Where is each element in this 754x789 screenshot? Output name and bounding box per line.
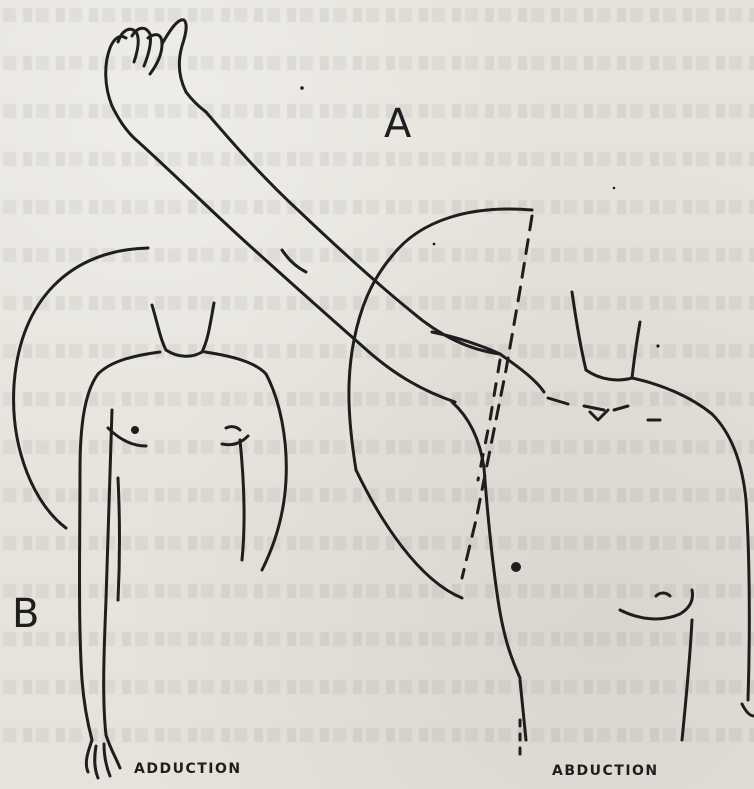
figure-b-left-arm-outer [80,374,99,740]
figure-a-abduction [106,20,754,754]
figure-a-arm-upper-edge [206,112,500,354]
scan-speck [613,187,616,190]
figure-a-torso-right [682,620,692,740]
figure-a-underarm [452,402,484,468]
scan-speck [656,344,659,347]
figure-a-neck-left [572,292,586,370]
figure-a-torso-left [484,468,520,678]
figure-b-shoulder-left [98,352,160,374]
figure-a-nipple-left [511,562,521,572]
figure-a-hand-edge [742,704,754,716]
figure-a-motion-line [462,216,532,578]
figure-a-chest-fold [356,470,462,598]
figure-b-shoulder-right [205,352,266,374]
figure-b-neck-right [202,303,214,352]
figure-b-nipple-left [131,426,139,434]
adduction-caption: ADDUCTION [134,762,242,776]
figure-b-nipple-right [226,427,240,430]
figure-b-jaw [166,350,202,356]
figure-a-wrist-right [186,92,206,112]
abduction-caption: ABDUCTION [552,764,659,778]
figure-a-shoulder-right [632,378,712,414]
figure-b-torso-left [118,478,120,600]
figure-b-hand [86,735,120,778]
figure-a-hand [106,20,186,106]
figure-a-neck-right [632,322,640,378]
figure-a-collar-v [590,410,608,420]
figure-a-arm-lower-edge [134,138,455,402]
figure-a-label: A [384,104,411,144]
scan-speck [433,243,436,246]
figure-a-hip-left [520,680,526,740]
figure-a-elbow-crease [282,250,306,272]
figure-a-range-arc [349,209,532,470]
figure-b-pectoral-left [108,428,146,446]
figure-b-torso-right [262,374,286,570]
scan-speck [300,86,304,90]
figure-a-nipple-right [656,593,670,596]
figure-b-label: B [12,594,39,634]
figure-a-collar-dashes [548,398,660,420]
figure-a-jaw [586,370,632,380]
figure-b-neck-left [152,305,166,350]
figure-b-left-arm-inner [104,410,112,735]
figure-b-right-arm [240,440,244,560]
figure-b-pectoral-right [222,436,248,445]
figure-a-scapula-curve [432,332,500,354]
figure-a-wrist-left [112,106,134,138]
figure-a-right-arm-outer [712,414,749,700]
figure-b-adduction [14,248,287,778]
